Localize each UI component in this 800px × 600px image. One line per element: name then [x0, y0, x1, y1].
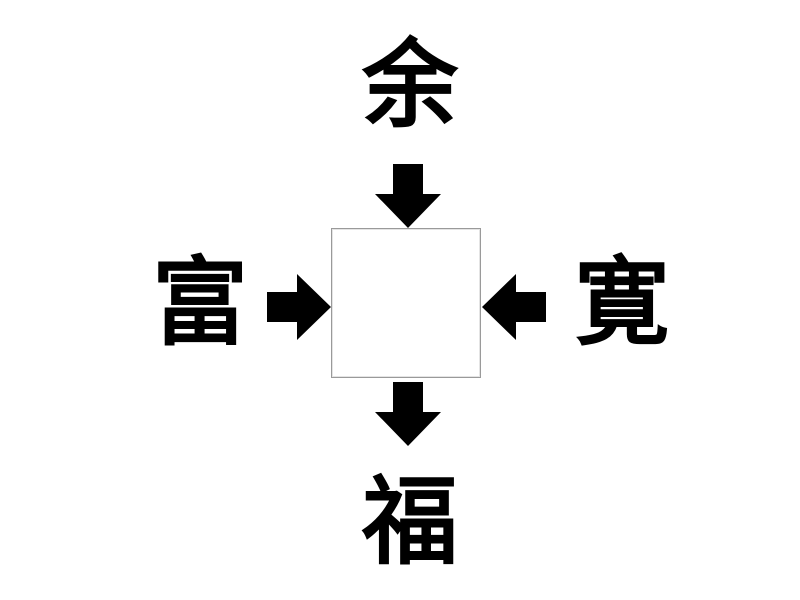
arrow-right-icon: [267, 274, 331, 340]
arrow-left-icon: [482, 274, 546, 340]
kanji-bottom: 福: [362, 466, 458, 578]
arrow-down-icon: [375, 382, 441, 446]
kanji-top: 余: [362, 29, 458, 141]
kanji-right: 寛: [574, 247, 670, 359]
kanji-left: 富: [152, 247, 248, 359]
arrow-down-icon: [375, 164, 441, 228]
answer-box[interactable]: [331, 228, 481, 378]
